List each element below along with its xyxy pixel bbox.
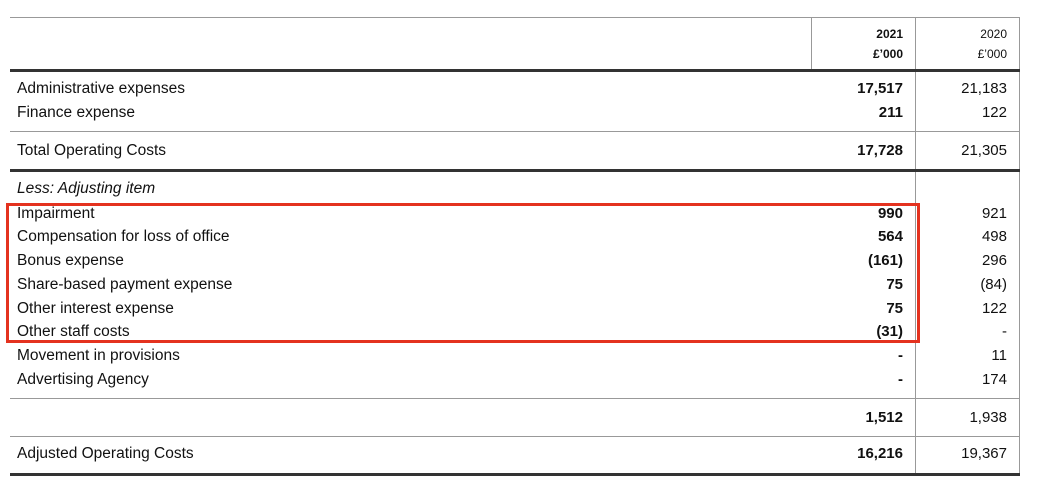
row-label-finance: Finance expense (17, 104, 136, 121)
row-value-2020-advertising: 174 (981, 371, 1007, 388)
rule-after-total (10, 169, 1020, 172)
row-value-2021-share-based: 75 (886, 276, 903, 293)
highlight-box (6, 203, 920, 343)
top-rule (10, 17, 1020, 18)
row-value-2020-total: 21,305 (961, 142, 1007, 159)
column-divider-2021-left (811, 17, 812, 70)
row-value-2020-bonus: 296 (981, 252, 1007, 269)
row-label-share-based: Share-based payment expense (17, 276, 233, 293)
row-value-2020-admin: 21,183 (961, 80, 1007, 97)
row-value-2021-finance: 211 (878, 104, 903, 121)
row-label-bonus: Bonus expense (17, 252, 124, 269)
header-2020-unit: £’000 (977, 47, 1007, 61)
row-label-compensation: Compensation for loss of office (17, 228, 230, 245)
header-rule (10, 69, 1020, 72)
row-value-2021-compensation: 564 (877, 228, 903, 245)
row-label-provisions: Movement in provisions (17, 347, 180, 364)
row-value-2020-provisions: 11 (991, 347, 1007, 364)
row-value-2021-advertising: - (898, 371, 903, 388)
column-divider-right (1019, 17, 1020, 475)
row-value-2021-provisions: - (898, 347, 903, 364)
header-2021-unit: £’000 (872, 47, 903, 61)
row-value-2021-total: 17,728 (857, 142, 903, 159)
bottom-rule (10, 473, 1020, 476)
row-label-admin: Administrative expenses (17, 80, 185, 97)
row-label-impairment: Impairment (17, 205, 95, 222)
rule-before-subtotal (10, 398, 1020, 399)
row-value-2021-adjusted: 16,216 (857, 445, 903, 462)
row-value-2021-admin: 17,517 (857, 80, 903, 97)
row-value-2021-impairment: 990 (877, 205, 903, 222)
row-value-2020-impairment: 921 (981, 205, 1007, 222)
less-adjusting-heading: Less: Adjusting item (17, 180, 156, 197)
row-value-2020-finance: 122 (981, 104, 1007, 121)
subtotal-value-2020: 1,938 (969, 409, 1007, 426)
row-label-other-interest: Other interest expense (17, 300, 174, 317)
column-divider-2020-left (915, 17, 916, 475)
row-label-advertising: Advertising Agency (17, 371, 149, 388)
header-2021-year: 2021 (876, 27, 903, 41)
rule-after-subtotal (10, 436, 1020, 437)
row-value-2020-share-based: (84) (980, 276, 1007, 293)
row-value-2020-other-staff: - (1002, 323, 1007, 340)
rule-after-finance (10, 131, 1020, 132)
row-value-2020-other-interest: 122 (981, 300, 1007, 317)
row-label-other-staff: Other staff costs (17, 323, 130, 340)
row-label-total: Total Operating Costs (17, 142, 167, 159)
row-label-adjusted: Adjusted Operating Costs (17, 445, 194, 462)
row-value-2021-bonus: (161) (867, 252, 903, 269)
header-2020-year: 2020 (980, 27, 1007, 41)
row-value-2021-other-interest: 75 (886, 300, 903, 317)
row-value-2020-adjusted: 19,367 (961, 445, 1007, 462)
row-value-2021-other-staff: (31) (876, 323, 903, 340)
subtotal-value-2021: 1,512 (865, 409, 903, 426)
row-value-2020-compensation: 498 (981, 228, 1007, 245)
